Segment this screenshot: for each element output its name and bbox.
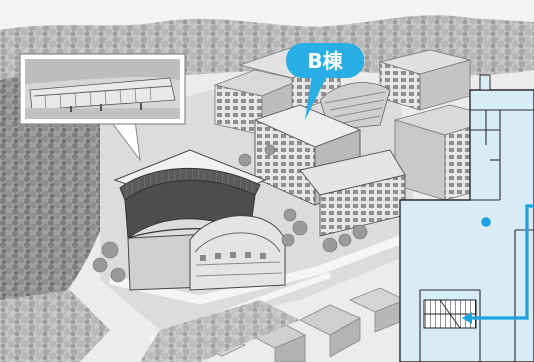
forest-left bbox=[0, 75, 130, 320]
building-back-right bbox=[378, 49, 472, 111]
forest-bottom-left bbox=[0, 290, 110, 362]
stairs-icon bbox=[423, 299, 477, 329]
floor-plan-overlay bbox=[399, 74, 534, 362]
inset-photo-frame bbox=[19, 53, 186, 162]
building-b-label: B棟 bbox=[307, 49, 343, 73]
building-b bbox=[253, 104, 406, 237]
building-b-callout: B棟 bbox=[286, 43, 364, 120]
trees-lower bbox=[140, 300, 300, 362]
town-buildings bbox=[199, 287, 406, 362]
fan-shaped-hall bbox=[319, 82, 391, 131]
location-dot-icon bbox=[481, 217, 491, 227]
gymnasium bbox=[113, 149, 286, 291]
arrow-left-icon bbox=[462, 312, 472, 324]
campus-trees bbox=[92, 144, 368, 283]
